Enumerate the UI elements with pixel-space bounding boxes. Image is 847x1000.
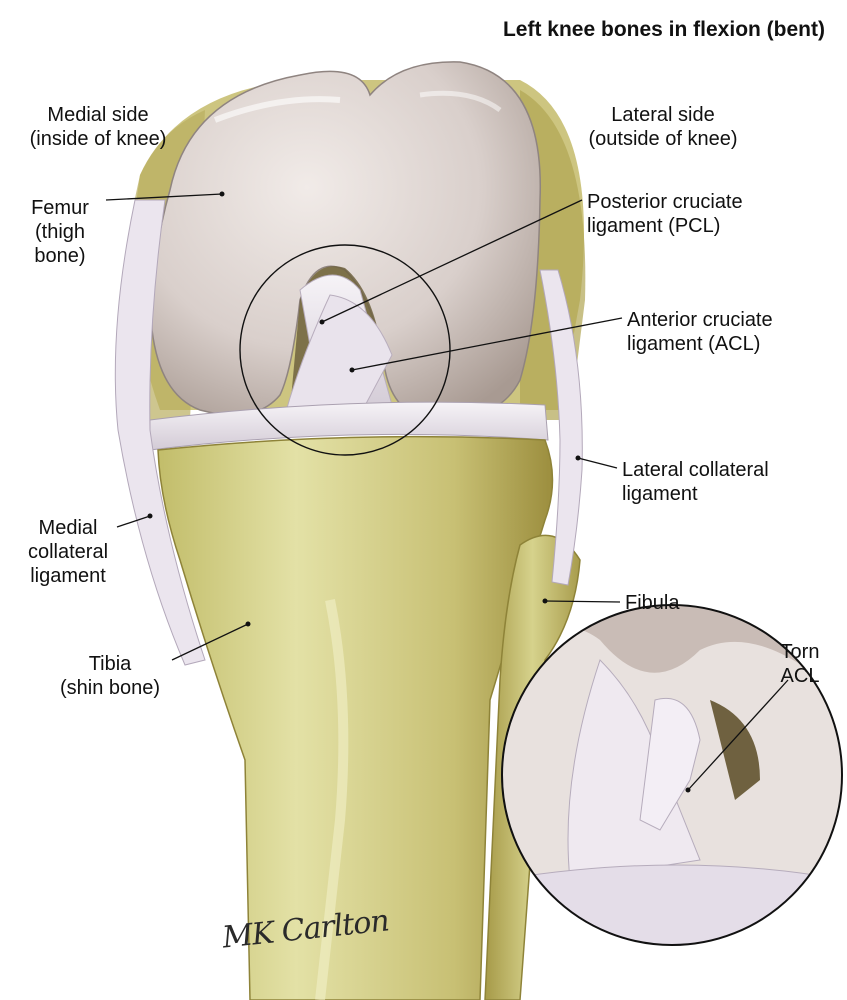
label-pcl: Posterior cruciate ligament (PCL) [587, 191, 743, 237]
label-torn-acl: Torn ACL [780, 641, 820, 687]
torn-acl-leader [687, 679, 789, 791]
fibula-leader [544, 600, 621, 603]
label-medial-collateral-ligament: Medial collateral ligament [27, 517, 109, 587]
diagram-title: Left knee bones in flexion (bent) [502, 18, 825, 41]
leader-lines [105, 193, 789, 791]
tibia-leader [171, 623, 249, 661]
label-lateral-side: Lateral side (outside of knee) [588, 104, 738, 150]
mcl-leader [116, 515, 151, 528]
meniscus-band [149, 401, 549, 451]
highlight-circle [239, 244, 451, 456]
lcl-leader [577, 457, 618, 469]
femur-leader [105, 193, 223, 201]
acl-leader [351, 317, 623, 371]
label-medial-side: Medial side (inside of knee) [29, 104, 167, 150]
label-tibia: Tibia (shin bone) [59, 653, 161, 699]
medial-collateral-ligament [114, 199, 206, 666]
label-acl: Anterior cruciate ligament (ACL) [627, 309, 773, 355]
pcl-leader [321, 199, 583, 323]
label-lateral-collateral-ligament: Lateral collateral ligament [622, 459, 769, 505]
label-fibula: Fibula [625, 592, 680, 614]
lateral-collateral-ligament [539, 269, 583, 586]
label-femur: Femur (thigh bone) [31, 197, 89, 267]
